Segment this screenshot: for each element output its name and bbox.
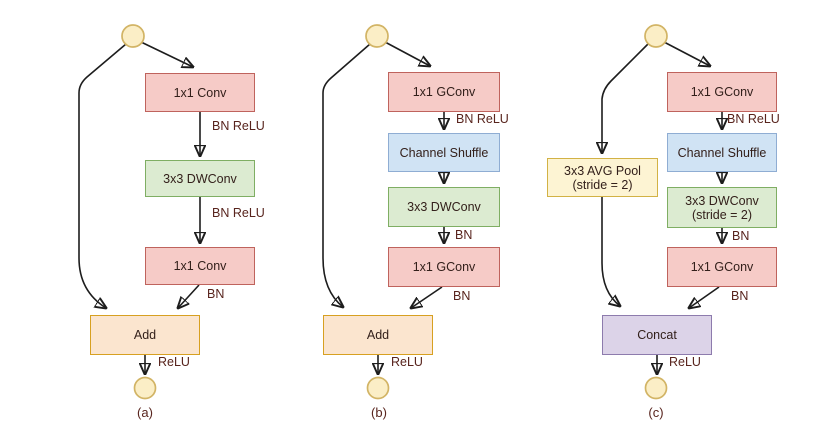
node-label: Add (366, 328, 390, 342)
node-c-1x1-gconv-1: 1x1 GConv (667, 72, 777, 112)
edge-label-b-relu: ReLU (391, 355, 423, 369)
node-label: 1x1 GConv (412, 260, 476, 274)
node-c-channel-shuffle: Channel Shuffle (667, 133, 777, 172)
node-sublabel: (stride = 2) (691, 207, 753, 222)
io-c-input-circle (644, 24, 668, 48)
edge-label-c-bn-1: BN (732, 229, 750, 243)
io-a-output-circle (133, 376, 157, 400)
node-label: 1x1 GConv (412, 85, 476, 99)
io-b-input-circle (365, 24, 389, 48)
node-label: 3x3 DWConv (407, 200, 481, 214)
edge-a-conv2-to-add (178, 284, 200, 308)
node-label: 1x1 GConv (690, 260, 754, 274)
node-label: 3x3 DWConv (685, 193, 759, 208)
node-sublabel: (stride = 2) (572, 177, 633, 192)
io-a-input-circle (121, 24, 145, 48)
edge-label-c-bn-2: BN (731, 289, 749, 303)
node-a-1x1-conv-1: 1x1 Conv (145, 73, 255, 112)
node-c-1x1-gconv-2: 1x1 GConv (667, 247, 777, 287)
edge-c-avgpool-to-concat (601, 197, 620, 306)
node-label: 1x1 Conv (173, 259, 227, 273)
node-c-3x3-avg-pool-stride2: 3x3 AVG Pool (stride = 2) (547, 158, 658, 197)
node-label: Concat (637, 328, 677, 342)
node-label: 3x3 DWConv (163, 171, 237, 186)
edge-label-b-bn-2: BN (453, 289, 471, 303)
edge-label-b-bn-relu: BN ReLU (456, 112, 509, 126)
node-a-add: Add (90, 315, 200, 355)
node-c-3x3-dwconv-stride2: 3x3 DWConv (stride = 2) (667, 187, 777, 228)
edge-a-input-to-conv1 (140, 41, 193, 67)
io-b-output-circle (366, 376, 390, 400)
node-b-add: Add (323, 315, 433, 355)
edge-label-a-bn: BN (207, 287, 225, 301)
io-c-output-circle (644, 376, 668, 400)
edge-c-gconv2-to-concat (689, 286, 720, 308)
edge-c-input-to-gconv1 (663, 41, 710, 66)
edge-b-input-to-gconv1 (384, 41, 430, 66)
node-c-concat: Concat (602, 315, 712, 355)
edge-label-c-bn-relu: BN ReLU (727, 112, 780, 126)
node-a-1x1-conv-2: 1x1 Conv (145, 247, 255, 285)
node-label: 1x1 Conv (173, 85, 227, 100)
node-b-channel-shuffle: Channel Shuffle (388, 133, 500, 172)
node-b-3x3-dwconv: 3x3 DWConv (388, 187, 500, 227)
node-label: 3x3 AVG Pool (564, 163, 641, 178)
node-b-1x1-gconv-2: 1x1 GConv (388, 247, 500, 287)
caption-c: (c) (648, 405, 664, 420)
edge-a-skip-connection (78, 43, 127, 308)
edge-b-gconv2-to-add (411, 286, 443, 308)
node-label: Channel Shuffle (677, 145, 767, 160)
edge-c-input-to-avgpool (602, 43, 649, 153)
node-b-1x1-gconv-1: 1x1 GConv (388, 72, 500, 112)
edge-label-a-bn-relu-1: BN ReLU (212, 119, 265, 133)
node-a-3x3-dwconv: 3x3 DWConv (145, 160, 255, 197)
caption-a: (a) (137, 405, 153, 420)
caption-b: (b) (371, 405, 387, 420)
edge-label-a-relu: ReLU (158, 355, 190, 369)
edge-label-b-bn-1: BN (455, 228, 473, 242)
edge-label-a-bn-relu-2: BN ReLU (212, 206, 265, 220)
edge-label-c-relu: ReLU (669, 355, 701, 369)
node-label: Add (133, 328, 157, 342)
node-label: Channel Shuffle (399, 145, 489, 160)
node-label: 1x1 GConv (690, 85, 754, 99)
edge-b-skip-connection (322, 43, 371, 307)
